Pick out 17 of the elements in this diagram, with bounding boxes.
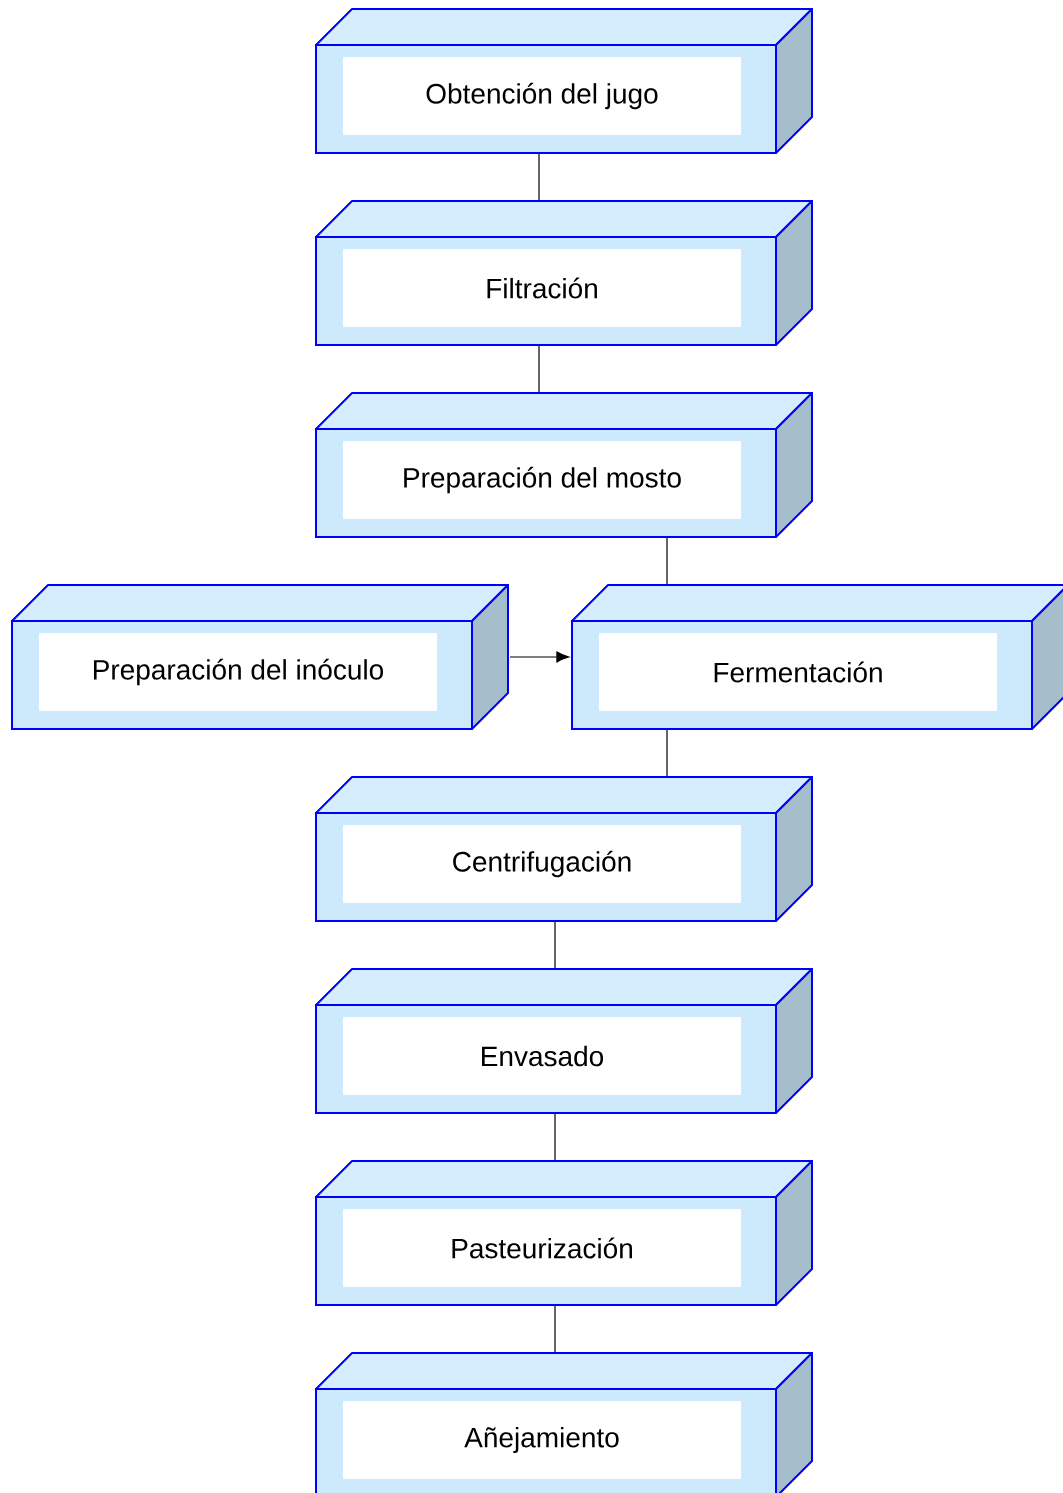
connector — [666, 537, 668, 585]
process-box: Preparación del inóculo — [11, 584, 509, 730]
connector — [538, 345, 540, 393]
connector — [554, 1305, 556, 1353]
connector — [554, 921, 556, 969]
process-box: Preparación del mosto — [315, 392, 813, 538]
connector — [509, 651, 570, 663]
process-box: Añejamiento — [315, 1352, 813, 1493]
connector — [538, 153, 540, 201]
process-box: Obtención del jugo — [315, 8, 813, 154]
process-box: Pasteurización — [315, 1160, 813, 1306]
process-box: Filtración — [315, 200, 813, 346]
process-box: Fermentación — [571, 584, 1063, 730]
connector — [554, 1113, 556, 1161]
connector — [666, 729, 668, 777]
process-box: Envasado — [315, 968, 813, 1114]
process-box: Centrifugación — [315, 776, 813, 922]
